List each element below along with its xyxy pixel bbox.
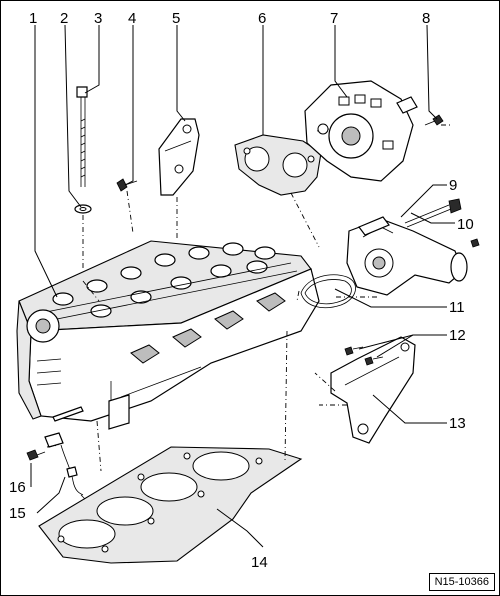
cylinder-head [16,240,320,430]
washer [74,204,92,214]
assembly-guide-lines [46,124,451,472]
bolt-4 [116,178,138,192]
coolant-flange [346,216,468,296]
bracket-bolts [344,346,384,366]
callout-labels: 1 2 3 4 5 6 7 8 9 10 11 12 13 14 15 16 [9,10,474,571]
callout-10: 10 [457,216,474,233]
callout-7: 7 [330,10,338,27]
callout-3: 3 [94,10,102,27]
callout-16: 16 [9,479,26,496]
bolt-9 [404,198,462,228]
callout-9: 9 [449,177,457,194]
mounting-bracket [330,336,416,444]
sensor-with-wire [44,432,86,500]
callout-2: 2 [60,10,68,27]
tandem-pump [304,80,418,182]
bolt-10-small [470,238,480,248]
bolt-16 [26,449,46,461]
callout-14: 14 [251,554,268,571]
cylinder-head-bolt [76,86,88,187]
callout-1: 1 [29,10,37,27]
dowel-pin [52,406,84,422]
reference-code: N15-10366 [428,573,495,591]
callout-5: 5 [172,10,180,27]
callout-6: 6 [258,10,266,27]
flange-seal [300,274,356,309]
callout-11: 11 [449,299,465,316]
bracket [158,118,200,196]
callout-15: 15 [9,505,26,522]
leader-lines [30,24,455,548]
callout-13: 13 [449,415,466,432]
callout-4: 4 [128,10,136,27]
callout-12: 12 [449,327,466,344]
callout-8: 8 [422,10,430,27]
cylinder-head-gasket [38,446,303,564]
pump-gasket [234,134,322,196]
